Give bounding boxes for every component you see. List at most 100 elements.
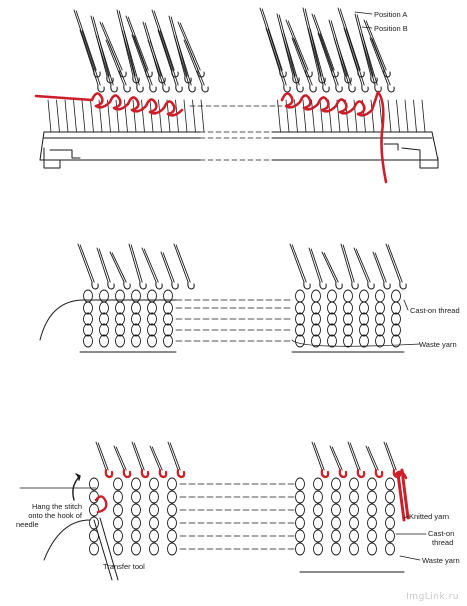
needle-shaft — [333, 37, 350, 86]
fabric-stitch — [149, 529, 159, 543]
needle-shaft — [372, 251, 385, 283]
needle-shaft — [331, 446, 343, 471]
needle-hook — [158, 468, 168, 479]
needle-shaft — [343, 27, 363, 86]
waste-stitch — [147, 334, 157, 348]
fabric-stitch — [131, 477, 141, 491]
needle-shaft — [369, 37, 389, 86]
fabric-stitch — [89, 542, 99, 556]
needle-shaft — [283, 33, 300, 86]
waste-stitch — [311, 301, 321, 315]
fabric-stitch — [113, 529, 123, 543]
needle-shaft — [79, 244, 95, 283]
needle-shaft — [121, 29, 138, 86]
needle-shaft — [96, 247, 109, 283]
fabric-stitch — [89, 503, 99, 517]
waste-stitch — [131, 301, 141, 315]
waste-stitch — [311, 312, 321, 326]
waste-stitch — [327, 301, 337, 315]
fabric-stitch — [131, 542, 141, 556]
fabric-stitch — [167, 503, 177, 517]
needle-hook — [383, 281, 391, 290]
fabric-stitch — [313, 477, 323, 491]
fabric-stitch — [367, 516, 377, 530]
waste-stitch — [115, 312, 125, 326]
needle-shaft — [81, 30, 101, 86]
needle-shaft — [340, 243, 353, 283]
bed-tooth — [81, 99, 86, 133]
needle-hook — [123, 84, 131, 93]
needle-shaft — [265, 27, 285, 86]
needle-shaft — [361, 33, 378, 86]
needle-shaft — [349, 442, 361, 471]
stitch-loop — [311, 289, 321, 303]
needle-shaft — [127, 16, 149, 71]
waste-stitch — [83, 301, 93, 315]
needle-hook — [187, 281, 195, 290]
needle-hook — [399, 281, 407, 290]
needle-hook — [104, 468, 114, 479]
needle-shaft — [302, 7, 320, 77]
waste-stitch — [359, 323, 369, 337]
needle-hook — [149, 84, 157, 93]
needle-shaft — [289, 243, 305, 283]
stitch-loop — [295, 289, 305, 303]
fabric-stitch — [385, 503, 395, 517]
needle-shaft — [95, 441, 107, 471]
waste-stitch — [83, 323, 93, 337]
needle-shaft — [371, 38, 391, 86]
waste-stitch — [99, 323, 109, 337]
waste-stitch — [115, 334, 125, 348]
needle-shaft — [293, 38, 313, 86]
needle-shaft — [169, 442, 181, 471]
fabric-stitch — [149, 516, 159, 530]
needle-shaft — [79, 29, 99, 86]
needle-hook — [318, 75, 326, 84]
fabric-stitch — [131, 490, 141, 504]
needle-hook — [175, 84, 183, 93]
waste-stitch — [327, 312, 337, 326]
waste-stitch — [99, 301, 109, 315]
fabric-stitch — [331, 477, 341, 491]
needle-shaft — [359, 32, 376, 86]
red-knitted-yarn — [394, 470, 408, 480]
fabric-stitch — [131, 503, 141, 517]
bed-tooth — [90, 99, 94, 133]
needle-hook — [303, 281, 311, 290]
bed-tooth — [141, 99, 145, 133]
cast-on-thread — [39, 299, 177, 341]
waste-stitch — [311, 323, 321, 337]
bed-tooth — [192, 99, 196, 133]
needle-shaft — [141, 247, 157, 283]
fabric-stitch — [349, 490, 359, 504]
needle-shaft — [73, 9, 95, 71]
waste-stitch — [131, 334, 141, 348]
needle-shaft — [109, 251, 125, 283]
needle-shaft — [183, 39, 203, 86]
waste-stitch — [343, 323, 353, 337]
bed-tooth — [132, 99, 137, 133]
needle-shaft — [107, 40, 127, 86]
needle-hook — [338, 468, 348, 479]
fabric-stitch — [313, 542, 323, 556]
needle-shaft — [160, 251, 173, 283]
waste-stitch — [131, 312, 141, 326]
needle-hook — [110, 84, 118, 93]
needle-shaft — [153, 10, 175, 71]
fabric-stitch — [131, 529, 141, 543]
red-hung-stitch — [94, 495, 108, 514]
fabric-stitch — [131, 516, 141, 530]
waste-stitch — [147, 301, 157, 315]
needle-shaft — [313, 14, 335, 71]
needle-shaft — [149, 445, 161, 471]
cast-on-thread — [43, 519, 91, 561]
bed-tooth — [387, 99, 392, 133]
fabric-stitch — [89, 477, 99, 491]
stitch-loop — [375, 289, 385, 303]
needle-shaft — [95, 34, 112, 86]
bed-tooth — [73, 99, 77, 133]
label-transfer-tool: Transfer tool — [103, 562, 145, 571]
watermark: ImgLink.ru — [406, 592, 459, 602]
label-hang-stitch-line-3: needle — [16, 520, 39, 529]
needle-shaft — [347, 441, 359, 471]
